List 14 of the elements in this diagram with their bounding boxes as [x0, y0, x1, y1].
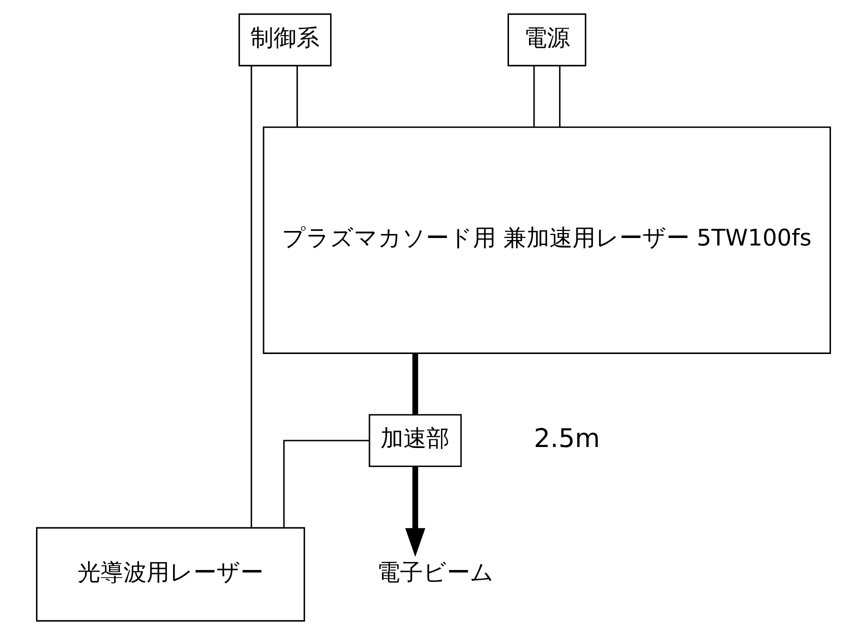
connector — [559, 66, 560, 127]
connector — [250, 66, 252, 528]
connector — [412, 353, 418, 415]
node-box: プラズマカソード用 兼加速用レーザー 5TW100fs — [262, 126, 831, 354]
node-box: 電源 — [508, 13, 586, 66]
node-text: 電子ビーム — [376, 560, 494, 586]
node-box: 光導波用レーザー — [36, 527, 306, 622]
arrow — [405, 466, 426, 557]
node-box: 加速部 — [368, 414, 462, 468]
node-box: 制御系 — [238, 13, 332, 66]
label: 2.5m — [534, 424, 600, 454]
connector — [283, 440, 370, 528]
connector — [533, 66, 535, 127]
connector — [296, 66, 298, 127]
